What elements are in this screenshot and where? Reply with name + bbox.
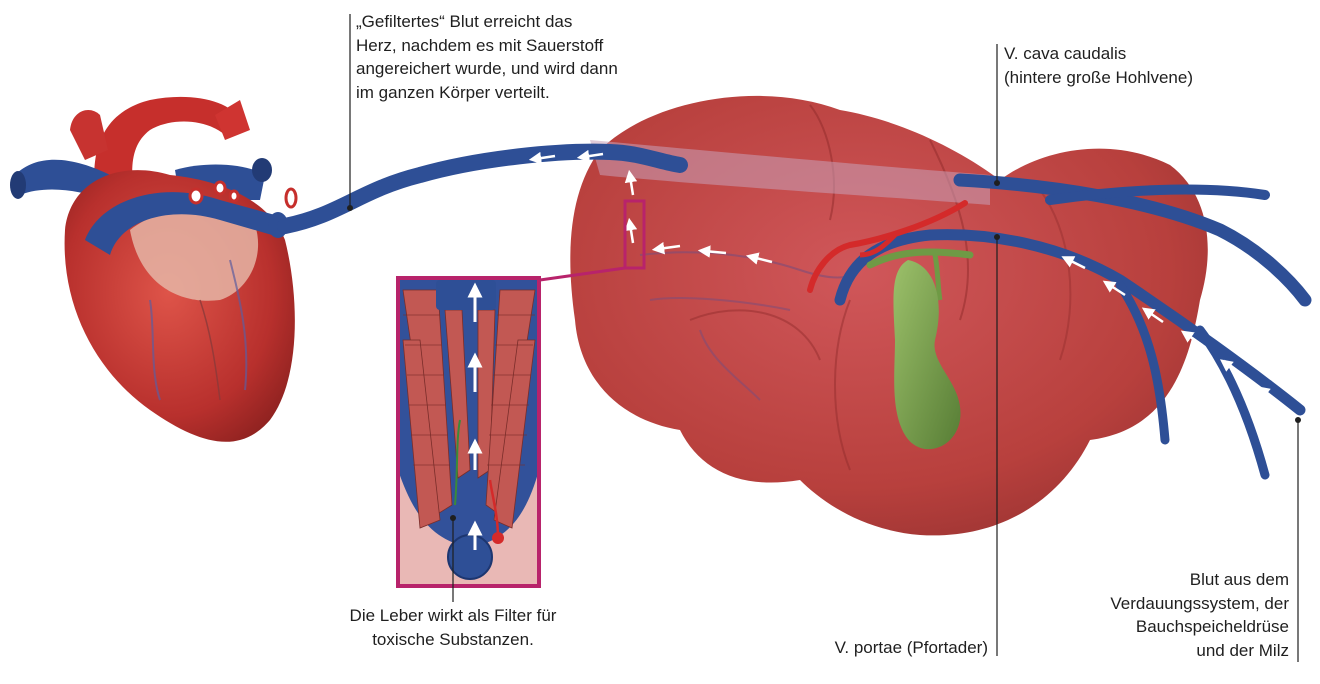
label-filtered-blood: „Gefiltertes“ Blut erreicht das Herz, na…: [356, 10, 618, 104]
label-vena-cava-caudalis: V. cava caudalis (hintere große Hohlvene…: [1004, 42, 1193, 89]
heart-illustration: [10, 97, 296, 442]
label-digestive-blood: Blut aus dem Verdauungssystem, der Bauch…: [1045, 568, 1289, 662]
liver-lobule-inset: [398, 278, 539, 586]
label-portal-vein: V. portae (Pfortader): [748, 636, 988, 660]
label-liver-filter: Die Leber wirkt als Filter für toxische …: [318, 604, 588, 651]
